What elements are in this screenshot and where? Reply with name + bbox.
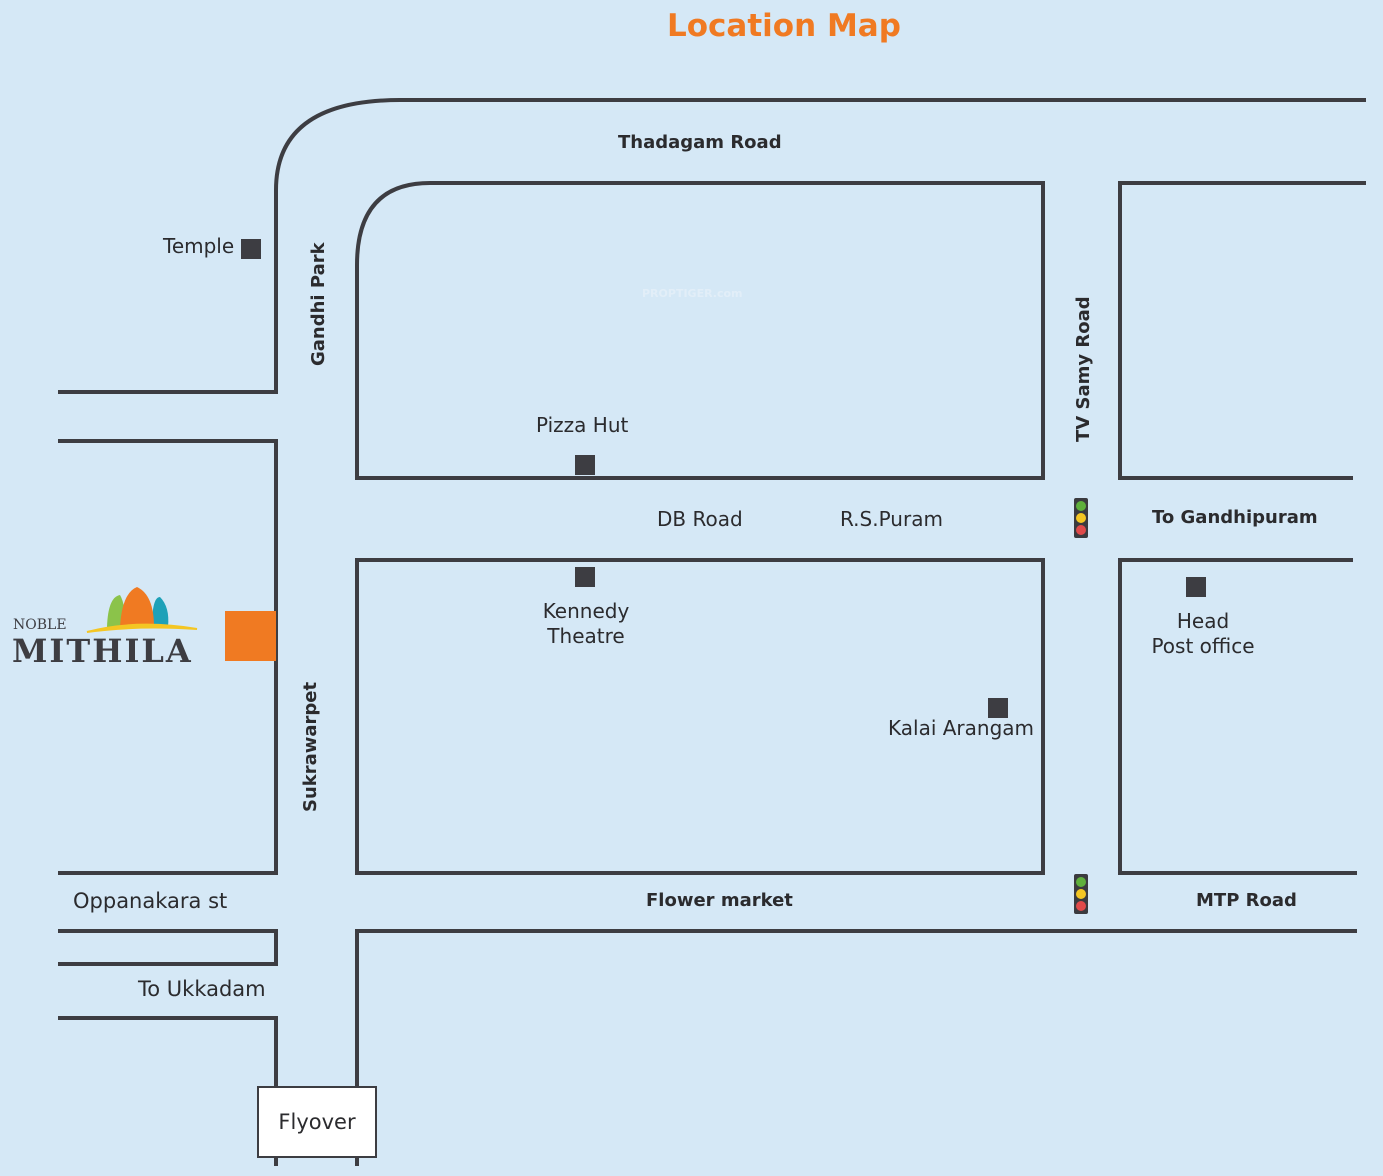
label-head-post-office: Head Post office: [1150, 609, 1256, 659]
block-lower-right: [1118, 558, 1357, 875]
block-top-middle: [355, 181, 1045, 480]
label-temple: Temple: [163, 234, 235, 258]
label-head-line2: Post office: [1151, 634, 1255, 658]
label-kennedy-line2: Theatre: [547, 624, 625, 648]
traffic-light-icon: [1074, 874, 1088, 914]
label-to-ukkadam: To Ukkadam: [138, 977, 266, 1001]
marker-kalai-arangam: [988, 698, 1008, 718]
logo-mithila: MITHILA: [12, 632, 193, 670]
label-to-gandhipuram: To Gandhipuram: [1152, 507, 1318, 528]
traffic-light-icon: [1074, 498, 1088, 538]
road-ukkadam: [58, 1016, 278, 1166]
block-top-right: [1118, 181, 1366, 480]
block-oppanakara: [58, 929, 278, 966]
label-pizza-hut: Pizza Hut: [536, 413, 629, 437]
map-title: Location Map: [667, 8, 901, 44]
logo-noble: NOBLE: [13, 617, 67, 633]
marker-temple: [241, 239, 261, 259]
label-flower-market: Flower market: [646, 890, 793, 911]
block-left: [58, 439, 278, 875]
project-location-marker: [225, 611, 276, 661]
marker-pizza-hut: [575, 455, 595, 475]
lotus-icon: [86, 587, 198, 633]
label-sukrawarpet: Sukrawarpet: [300, 681, 321, 812]
flyover-box: Flyover: [257, 1086, 377, 1158]
label-thadagam-road: Thadagam Road: [618, 132, 782, 153]
label-oppanakara-st: Oppanakara st: [73, 889, 228, 913]
label-flyover: Flyover: [278, 1110, 356, 1134]
noble-mithila-logo: NOBLE MITHILA: [12, 585, 207, 671]
label-tv-samy-road: TV Samy Road: [1073, 296, 1094, 442]
road-mtp: [355, 929, 1357, 1166]
label-kalai-arangam: Kalai Arangam: [888, 716, 1035, 740]
label-db-road: DB Road: [657, 507, 743, 531]
road-thadagam-outer: [58, 98, 1366, 394]
watermark: PROPTIGER.com: [642, 287, 743, 300]
marker-kennedy-theatre: [575, 567, 595, 587]
label-head-line1: Head: [1176, 609, 1230, 633]
label-rs-puram: R.S.Puram: [840, 507, 943, 531]
label-kennedy-line1: Kennedy: [542, 599, 630, 623]
label-kennedy-theatre: Kennedy Theatre: [536, 599, 636, 649]
marker-head-post-office: [1186, 577, 1206, 597]
label-gandhi-park: Gandhi Park: [308, 242, 329, 366]
block-lower-middle: [355, 558, 1045, 875]
label-mtp-road: MTP Road: [1196, 890, 1297, 911]
